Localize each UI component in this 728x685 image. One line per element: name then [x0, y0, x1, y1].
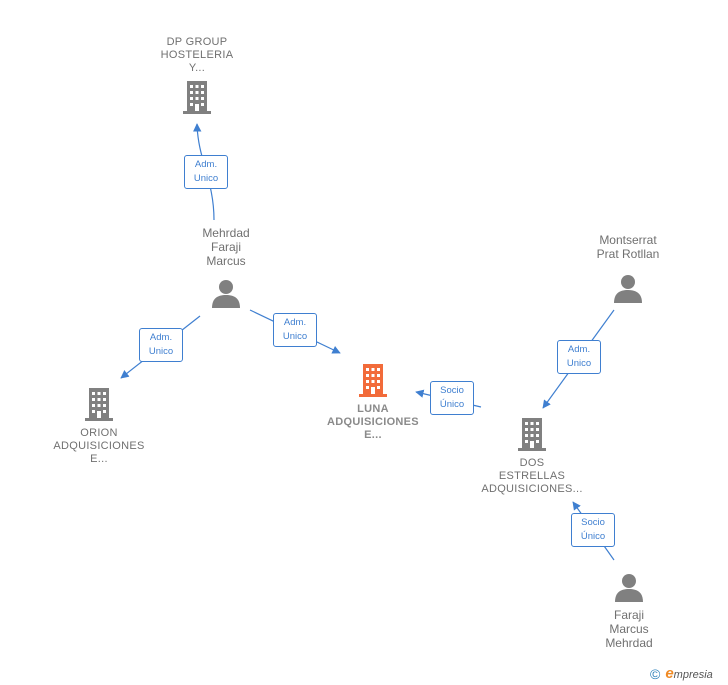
edge-label-line-2: Único [580, 531, 606, 542]
edge-label-dos-estrellas-luna[interactable]: Socio Único [430, 381, 474, 415]
empresia-watermark: © empresia [650, 665, 713, 682]
edge-label-montserrat-dos-estrellas[interactable]: Adm. Unico [557, 340, 601, 374]
edge-label-line-1: Adm. [194, 159, 218, 170]
edge-label-line-1: Socio [440, 385, 464, 396]
edge-label-faraji-dos-estrellas[interactable]: Socio Único [571, 513, 615, 547]
company-node-dos-estrellas[interactable]: DOS ESTRELLAS ADQUISICIONES... [466, 416, 598, 496]
brand-logo-text: mpresia [673, 669, 713, 681]
edge-label-line-2: Único [439, 399, 465, 410]
edge-label-line-1: Adm. [149, 332, 173, 343]
edge-label-mehrdad-luna[interactable]: Adm. Unico [273, 313, 317, 347]
person-name: Montserrat Prat Rotllan [596, 233, 660, 261]
edge-label-line-2: Unico [282, 331, 308, 342]
company-node-luna-main[interactable]: LUNA ADQUISICIONES E... [313, 362, 433, 442]
person-name: Faraji Marcus Mehrdad [605, 608, 653, 650]
edge-label-mehrdad-orion[interactable]: Adm. Unico [139, 328, 183, 362]
person-node-montserrat[interactable]: Montserrat Prat Rotllan [573, 233, 683, 303]
building-icon [85, 388, 113, 421]
edge-label-line-1: Socio [581, 517, 605, 528]
copyright-icon: © [650, 665, 661, 682]
building-icon [518, 418, 546, 451]
person-node-mehrdad[interactable]: Mehrdad Faraji Marcus [176, 226, 276, 308]
edge-label-line-2: Unico [193, 173, 219, 184]
company-name: ORION ADQUISICIONES E... [53, 427, 145, 465]
building-icon [359, 364, 387, 397]
company-name: DP GROUP HOSTELERIA Y... [160, 36, 234, 74]
person-name: Mehrdad Faraji Marcus [202, 226, 250, 268]
edge-label-line-2: Unico [566, 358, 592, 369]
brand-logo-initial: e [665, 665, 674, 682]
company-node-orion[interactable]: ORION ADQUISICIONES E... [39, 386, 159, 466]
person-icon [614, 275, 642, 303]
person-node-faraji[interactable]: Faraji Marcus Mehrdad [584, 572, 674, 650]
edge-label-line-2: Unico [148, 346, 174, 357]
building-icon [183, 81, 211, 114]
edge-label-mehrdad-dp-group[interactable]: Adm. Unico [184, 155, 228, 189]
brand-logo: empresia [665, 665, 712, 682]
edge-label-line-1: Adm. [283, 317, 307, 328]
company-name: DOS ESTRELLAS ADQUISICIONES... [481, 457, 583, 495]
edge-label-line-1: Adm. [567, 344, 591, 355]
person-icon [615, 574, 643, 602]
company-node-dp-group[interactable]: DP GROUP HOSTELERIA Y... [137, 36, 257, 115]
person-icon [212, 280, 240, 308]
company-name: LUNA ADQUISICIONES E... [327, 403, 419, 441]
